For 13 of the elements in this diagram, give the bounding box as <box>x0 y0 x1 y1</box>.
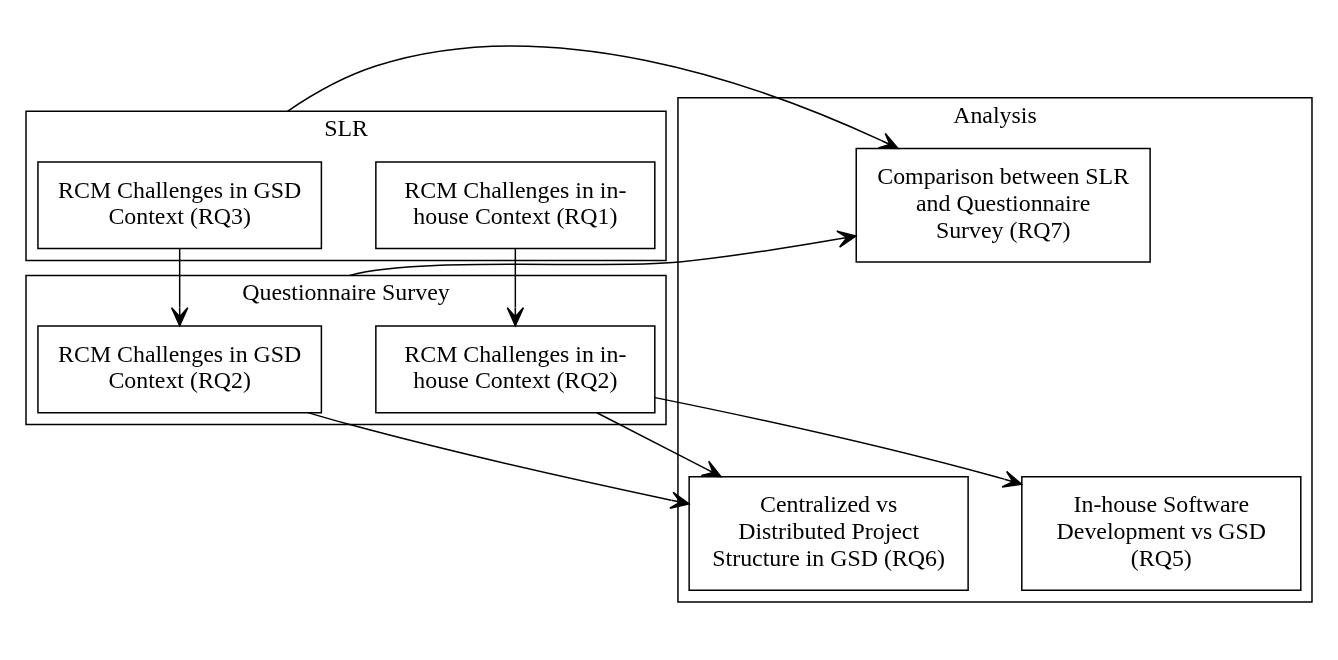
node-box: RCM Challenges in in-house Context (RQ2) <box>375 325 656 414</box>
node-box: RCM Challenges in GSD Context (RQ3) <box>37 161 323 250</box>
node-box: In-house Software Development vs GSD (RQ5) <box>1021 476 1302 591</box>
arrow <box>506 247 525 327</box>
node-box: RCM Challenges in in-house Context (RQ1) <box>375 161 656 250</box>
arrow <box>596 412 722 478</box>
arrow <box>170 247 189 327</box>
node-box: Comparison between SLR and Questionnaire Survey (RQ7) <box>855 147 1151 263</box>
arrow <box>286 45 899 150</box>
arrow <box>654 396 1023 488</box>
node-box: Centralized vs Distributed Project Structure in GSD (RQ6) <box>688 476 969 591</box>
arrow <box>307 411 690 509</box>
node-box: RCM Challenges in GSD Context (RQ2) <box>37 325 323 414</box>
